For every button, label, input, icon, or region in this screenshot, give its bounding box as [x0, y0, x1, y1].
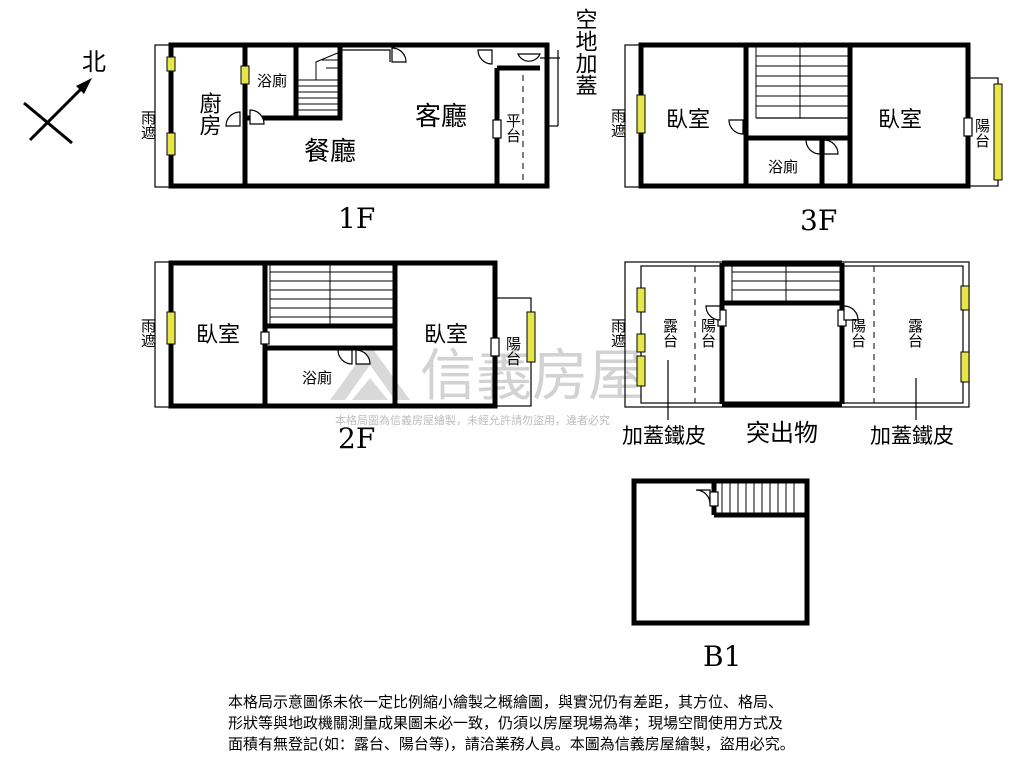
1f-kitchen-label: 廚房	[196, 92, 222, 136]
disclaimer-line: 本格局示意圖係未依一定比例縮小繪製之概繪圖，與實況仍有差距，其方位、格局、	[228, 693, 784, 711]
2f-bathroom-label: 浴廁	[302, 369, 332, 387]
3f-floor-label: 3F	[800, 204, 837, 237]
2f-bedroom-left-label: 臥室	[196, 323, 240, 348]
disclaimer: 本格局示意圖係未依一定比例縮小繪製之概繪圖，與實況仍有差距，其方位、格局、 形狀…	[228, 692, 948, 755]
1f-annotation-label: 空地加蓋	[572, 8, 598, 96]
roof-iron-right-label: 加蓋鐵皮	[870, 424, 954, 448]
1f-platform-label: 平台	[504, 113, 522, 143]
1f-dining-label: 餐廳	[304, 137, 356, 167]
3f-balcony-label: 陽台	[973, 118, 991, 148]
roof-iron-left-label: 加蓋鐵皮	[622, 424, 706, 448]
floor-b1: B1	[631, 478, 810, 673]
roof-protrusion-label: 突出物	[746, 419, 818, 447]
disclaimer-line: 形狀等與地政機關測量成果圖未必一致，仍須以房屋現場為準；現場空間使用方式及	[228, 714, 784, 732]
2f-bedroom-right-label: 臥室	[424, 323, 468, 348]
1f-living-label: 客廳	[415, 102, 467, 132]
2f-rain-shelter-label: 雨遮	[139, 318, 157, 348]
1f-rain-shelter-label: 雨遮	[139, 110, 157, 140]
roof-terrace-right-label: 露台	[906, 318, 924, 348]
3f-bedroom-left-label: 臥室	[666, 108, 710, 133]
1f-floor-label: 1F	[338, 202, 375, 235]
3f-bathroom-label: 浴廁	[768, 158, 798, 176]
watermark-logo-icon	[330, 345, 410, 400]
compass: 北	[23, 48, 106, 145]
b1-floor-label: B1	[703, 640, 741, 673]
watermark: 信義房屋 本格局圖為信義房屋繪製，未經允許請勿盜用，違者必究	[330, 344, 644, 427]
roof-terrace-left-label: 露台	[661, 318, 679, 348]
roof-balcony-left-label: 陽台	[699, 318, 717, 348]
floor-2f: 雨遮 臥室 臥室 浴廁 陽台 2F	[139, 260, 536, 455]
floor-1f: 雨遮 廚房 浴廁 客廳 餐廳 平台 空地加蓋 1F	[139, 8, 598, 235]
disclaimer-line: 面積有無登記(如：露台、陽台等)，請洽業務人員。本圖為信義房屋繪製，盜用必究。	[228, 735, 795, 753]
roof-rain-shelter-label: 雨遮	[609, 318, 627, 348]
roof-balcony-right-label: 陽台	[849, 318, 867, 348]
floor-roof: 雨遮 露台 陽台 陽台 露台 加蓋鐵皮 突出物 加蓋鐵皮	[609, 260, 970, 448]
1f-bathroom-label: 浴廁	[257, 72, 287, 90]
3f-bedroom-right-label: 臥室	[878, 108, 922, 133]
north-arrow-icon	[28, 82, 88, 142]
floor-3f: 雨遮 臥室 臥室 浴廁 陽台 3F	[609, 42, 1003, 237]
watermark-notice: 本格局圖為信義房屋繪製，未經允許請勿盜用，違者必究	[335, 413, 610, 427]
2f-floor-label: 2F	[338, 422, 375, 455]
3f-rain-shelter-label: 雨遮	[609, 108, 627, 138]
north-label: 北	[82, 48, 106, 76]
2f-balcony-label: 陽台	[504, 336, 522, 366]
